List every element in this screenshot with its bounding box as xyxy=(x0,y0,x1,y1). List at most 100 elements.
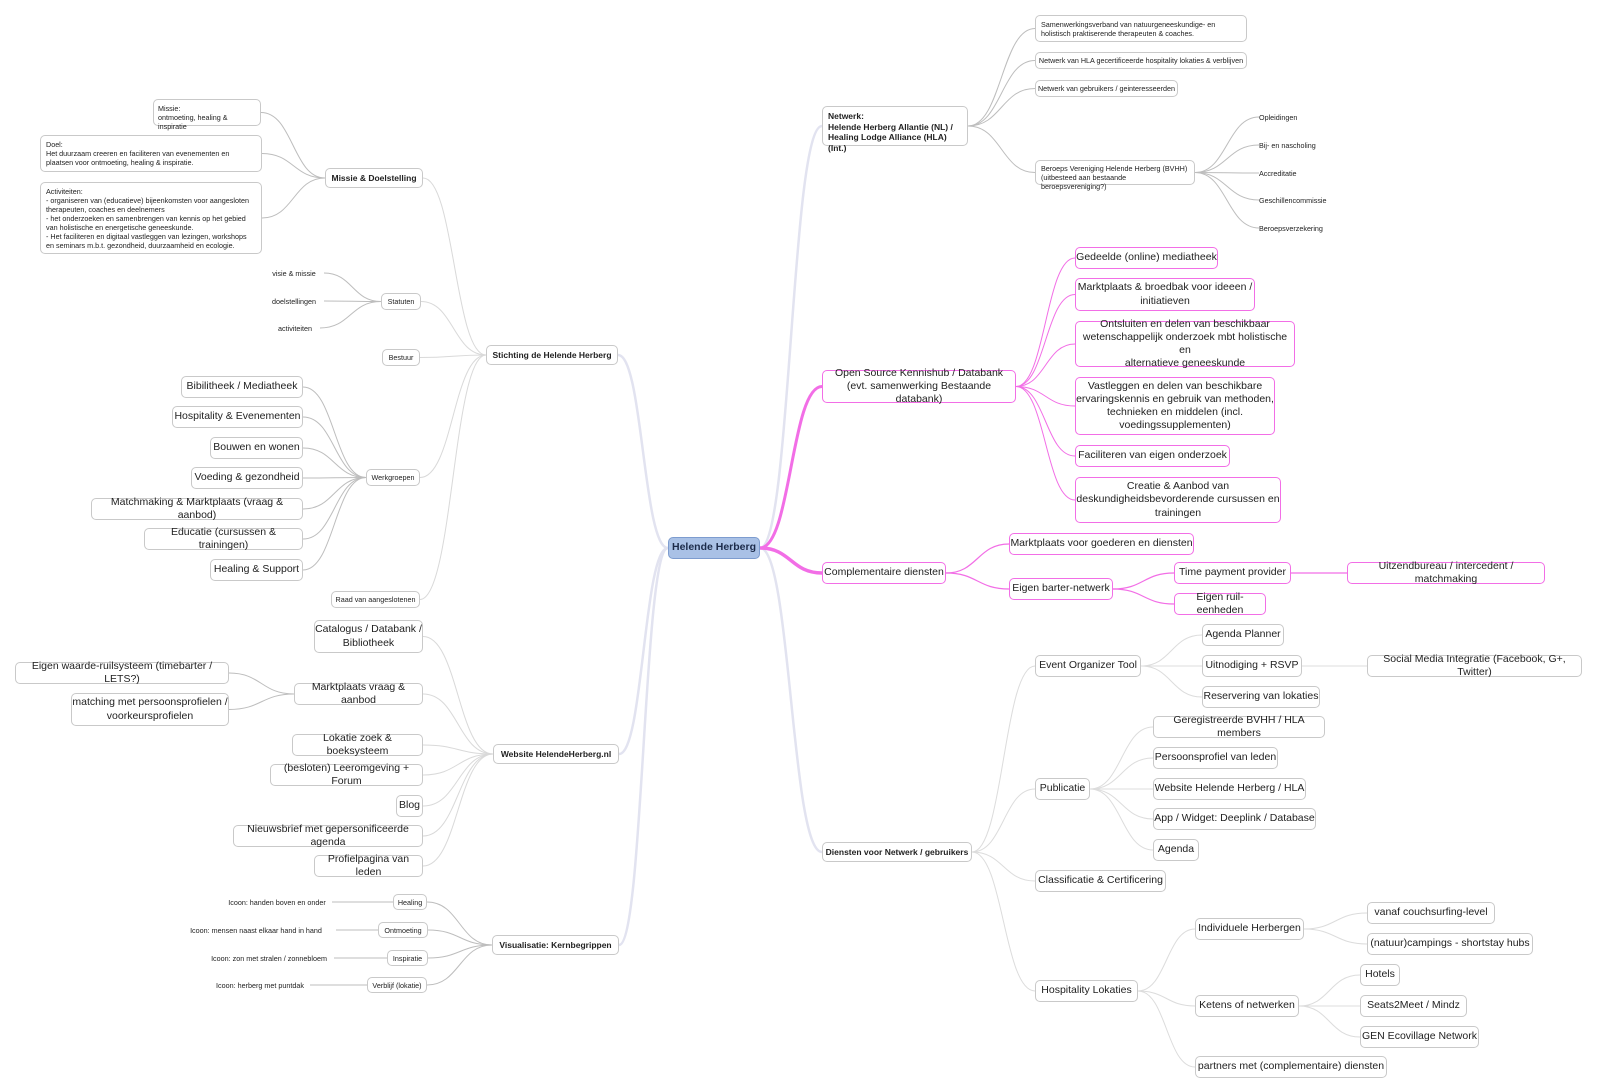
node-werkgroep-item[interactable]: Healing & Support xyxy=(210,559,303,581)
node-visualisatie[interactable]: Visualisatie: Kernbegrippen xyxy=(492,935,619,955)
node-statuten-item[interactable]: doelstellingen xyxy=(272,296,316,306)
node-marktplaats-item[interactable]: Eigen waarde-ruilsysteem (timebarter / L… xyxy=(15,660,229,685)
node-partners[interactable]: partners met (complementaire) diensten xyxy=(1195,1056,1387,1078)
connector xyxy=(1194,144,1260,173)
node-kennishub-item[interactable]: Gedeelde (online) mediatheek xyxy=(1075,247,1218,269)
node-bvhh[interactable]: Beroeps Vereniging Helende Herberg (BVHH… xyxy=(1035,160,1195,191)
node-missie-doelstelling[interactable]: Missie & Doelstelling xyxy=(325,168,423,188)
node-event-item[interactable]: Reservering van lokaties xyxy=(1202,686,1320,708)
node-stichting[interactable]: Stichting de Helende Herberg xyxy=(486,345,618,365)
connector xyxy=(967,88,1036,127)
node-kennishub-item[interactable]: Marktplaats & broedbak voor ideeen / ini… xyxy=(1075,278,1255,311)
node-marktplaats-goederen[interactable]: Marktplaats voor goederen en diensten xyxy=(1009,533,1194,555)
node-doel-text[interactable]: Doel: Het duurzaam creeren en facilitere… xyxy=(40,135,262,172)
node-ketens-item[interactable]: Seats2Meet / Mindz xyxy=(1360,995,1467,1017)
node-activiteiten-text[interactable]: Activiteiten: - organiseren van (educati… xyxy=(40,182,262,254)
node-netwerk-item[interactable]: Netwerk van HLA gecertificeerde hospital… xyxy=(1035,52,1247,69)
node-bestuur[interactable]: Bestuur xyxy=(382,349,420,366)
node-bvhh-item[interactable]: Beroepsverzekering xyxy=(1259,223,1323,233)
connector xyxy=(302,477,367,571)
node-raad-van-aangeslotenen[interactable]: Raad van aangeslotenen xyxy=(331,591,420,608)
node-herbergen-item[interactable]: (natuur)campings - shortstay hubs xyxy=(1367,933,1533,955)
node-kernbegrip[interactable]: Healing xyxy=(393,894,427,910)
connector xyxy=(971,851,1036,992)
node-website-item[interactable]: Lokatie zoek & boeksysteem xyxy=(292,732,423,757)
node-ketens-netwerken[interactable]: Ketens of netwerken xyxy=(1195,995,1299,1017)
node-werkgroepen[interactable]: Werkgroepen xyxy=(366,469,420,486)
connector xyxy=(1137,990,1196,1068)
node-kernbegrip[interactable]: Inspiratie xyxy=(387,950,428,966)
node-werkgroep-item[interactable]: Bouwen en wonen xyxy=(210,437,303,459)
node-icoon-beschrijving[interactable]: Icoon: handen boven en onder xyxy=(228,897,326,907)
node-herbergen-item[interactable]: vanaf couchsurfing-level xyxy=(1367,902,1495,924)
node-website-item[interactable]: (besloten) Leeromgeving + Forum xyxy=(270,762,423,787)
node-werkgroep-item[interactable]: Educatie (cursussen & trainingen) xyxy=(144,526,303,551)
node-werkgroep-item[interactable]: Bibilitheek / Mediatheek xyxy=(181,376,303,398)
node-bvhh-item[interactable]: Opleidingen xyxy=(1259,112,1298,122)
root-node[interactable]: Helende Herberg xyxy=(668,537,760,559)
node-website-item[interactable]: Blog xyxy=(396,795,423,817)
connector xyxy=(419,354,487,600)
node-netwerk-item[interactable]: Samenwerkingsverband van natuurgeneeskun… xyxy=(1035,15,1247,42)
node-bvhh-item[interactable]: Geschillencommissie xyxy=(1259,195,1327,205)
node-complementaire-diensten[interactable]: Complementaire diensten xyxy=(822,562,946,584)
node-ruil-eenheden[interactable]: Eigen ruil-eenheden xyxy=(1174,591,1266,616)
node-kennishub-item[interactable]: Faciliteren van eigen onderzoek xyxy=(1075,445,1230,467)
connector xyxy=(427,929,493,946)
connector xyxy=(427,944,493,959)
node-kernbegrip[interactable]: Verblijf (lokatie) xyxy=(367,977,427,993)
node-catalogus[interactable]: Catalogus / Databank / Bibliotheek xyxy=(314,620,423,653)
node-kennishub-item[interactable]: Creatie & Aanbod van deskundigheidsbevor… xyxy=(1075,477,1281,523)
connector xyxy=(617,353,669,550)
node-publicatie-item[interactable]: Geregistreerde BVHH / HLA members xyxy=(1153,714,1325,739)
node-event-organizer-tool[interactable]: Event Organizer Tool xyxy=(1035,655,1141,677)
node-bvhh-item[interactable]: Bij- en nascholing xyxy=(1259,140,1316,150)
node-website-item[interactable]: Nieuwsbrief met gepersonificeerde agenda xyxy=(233,823,423,848)
node-icoon-beschrijving[interactable]: Icoon: herberg met puntdak xyxy=(216,980,304,990)
node-ketens-item[interactable]: Hotels xyxy=(1360,964,1400,986)
node-publicatie[interactable]: Publicatie xyxy=(1035,778,1090,800)
node-werkgroep-item[interactable]: Matchmaking & Marktplaats (vraag & aanbo… xyxy=(91,496,303,521)
node-uitzendbureau[interactable]: Uitzendbureau / intercedent / matchmakin… xyxy=(1347,560,1545,585)
node-netwerk[interactable]: Netwerk: Helende Herberg Allantie (NL) /… xyxy=(822,106,968,153)
node-website-item[interactable]: Profielpagina van leden xyxy=(314,853,423,878)
node-publicatie-item[interactable]: Persoonsprofiel van leden xyxy=(1153,747,1278,769)
node-kennishub-item[interactable]: Ontsluiten en delen van beschikbaar wete… xyxy=(1075,318,1295,369)
connector xyxy=(1298,1005,1361,1038)
node-icoon-beschrijving[interactable]: Icoon: mensen naast elkaar hand in hand xyxy=(190,925,322,935)
node-publicatie-item[interactable]: App / Widget: Deeplink / Database xyxy=(1153,808,1316,830)
node-marktplaats-item[interactable]: matching met persoonsprofielen / voorkeu… xyxy=(71,693,229,726)
node-publicatie-item[interactable]: Agenda xyxy=(1153,839,1199,861)
node-kennishub[interactable]: Open Source Kennishub / Databank (evt. s… xyxy=(822,367,1016,405)
node-hospitality-lokaties[interactable]: Hospitality Lokaties xyxy=(1035,980,1138,1002)
node-missie-text[interactable]: Missie: ontmoeting, healing & inspiratie xyxy=(153,99,261,131)
connector xyxy=(1194,172,1260,174)
connector xyxy=(422,693,494,755)
node-statuten-item[interactable]: activiteiten xyxy=(278,323,312,333)
connector xyxy=(422,753,494,837)
node-barter-netwerk[interactable]: Eigen barter-netwerk xyxy=(1009,578,1113,600)
node-diensten-netwerk[interactable]: Diensten voor Netwerk / gebruikers xyxy=(822,842,972,862)
node-bvhh-item[interactable]: Accreditatie xyxy=(1259,168,1297,178)
node-statuten-item[interactable]: visie & missie xyxy=(272,268,316,278)
node-event-item[interactable]: Uitnodiging + RSVP xyxy=(1202,655,1302,677)
connector xyxy=(419,354,487,478)
node-icoon-beschrijving[interactable]: Icoon: zon met stralen / zonnebloem xyxy=(211,953,327,963)
node-event-item[interactable]: Agenda Planner xyxy=(1202,624,1284,646)
node-time-payment-provider[interactable]: Time payment provider xyxy=(1174,562,1291,584)
node-publicatie-item[interactable]: Website Helende Herberg / HLA xyxy=(1153,778,1306,800)
node-statuten[interactable]: Statuten xyxy=(381,293,421,310)
node-werkgroep-item[interactable]: Voeding & gezondheid xyxy=(191,467,303,489)
node-kennishub-item[interactable]: Vastleggen en delen van beschikbare erva… xyxy=(1075,377,1275,435)
node-netwerk-item[interactable]: Netwerk van gebruikers / geinteresseerde… xyxy=(1035,80,1178,97)
node-classificatie[interactable]: Classificatie & Certificering xyxy=(1035,870,1166,892)
node-werkgroep-item[interactable]: Hospitality & Evenementen xyxy=(172,406,303,428)
node-social-media-integratie[interactable]: Social Media Integratie (Facebook, G+, T… xyxy=(1367,653,1582,678)
node-kernbegrip[interactable]: Ontmoeting xyxy=(378,922,428,938)
node-ketens-item[interactable]: GEN Ecovillage Network xyxy=(1360,1026,1479,1048)
node-individuele-herbergen[interactable]: Individuele Herbergen xyxy=(1195,918,1304,940)
node-marktplaats-vraag-aanbod[interactable]: Marktplaats vraag & aanbod xyxy=(294,681,423,706)
node-website[interactable]: Website HelendeHerberg.nl xyxy=(493,744,619,764)
